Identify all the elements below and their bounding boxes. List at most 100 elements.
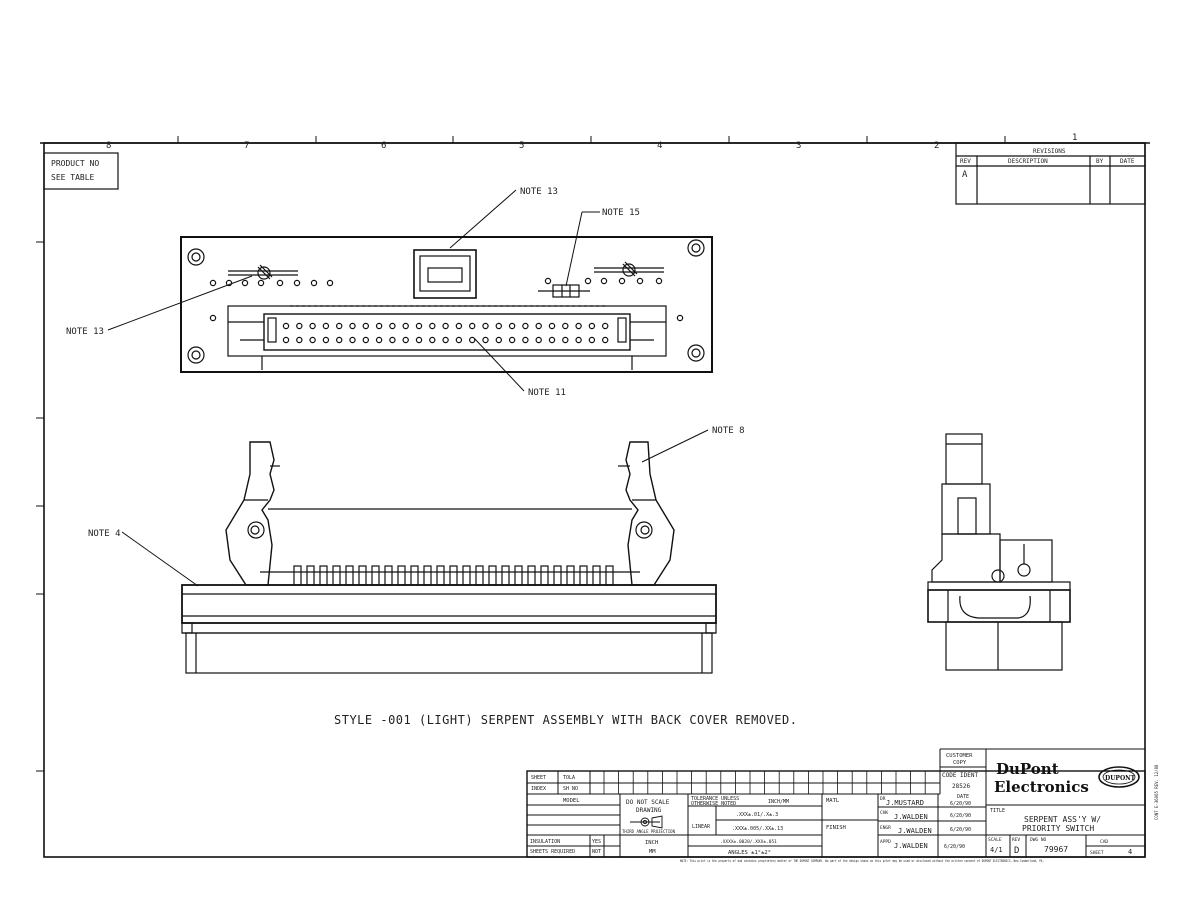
contact-slot bbox=[397, 565, 406, 586]
header-pin bbox=[455, 322, 463, 330]
revisions-col-rev: REV bbox=[960, 158, 971, 165]
header-pin bbox=[575, 322, 582, 330]
sheet-label: SHEET bbox=[531, 775, 546, 781]
contact-slot bbox=[345, 565, 354, 586]
note-8-label: NOTE 8 bbox=[712, 426, 745, 436]
contact-slot bbox=[579, 565, 588, 586]
inch-label: INCH bbox=[645, 840, 658, 846]
header-pin bbox=[349, 322, 356, 330]
header-pin bbox=[495, 322, 502, 330]
header-pin bbox=[402, 322, 409, 330]
header-pin bbox=[522, 322, 529, 330]
scale-value: 4/1 bbox=[990, 846, 1003, 854]
sheet-index-grid bbox=[603, 771, 926, 794]
header-pin-grid bbox=[282, 322, 609, 344]
header-pin bbox=[322, 336, 330, 344]
model-label: MODEL bbox=[563, 798, 580, 804]
header-pin bbox=[362, 336, 369, 344]
header-pin bbox=[402, 336, 409, 344]
engineer-label: ENGR bbox=[880, 825, 891, 831]
scale-label: SCALE bbox=[988, 837, 1002, 843]
tola-label: TOLA bbox=[563, 775, 575, 781]
approved-label: APPD bbox=[880, 839, 891, 845]
tolerance-value-3: .XXXX±.0020/.XXX±.051 bbox=[720, 839, 777, 845]
contact-slot bbox=[566, 565, 575, 586]
header-pin bbox=[349, 336, 356, 344]
title-label: TITLE bbox=[990, 808, 1005, 814]
contact-slot bbox=[332, 565, 341, 586]
contact-slot bbox=[540, 565, 549, 586]
insulation-label: INSULATION bbox=[530, 839, 560, 845]
header-pin bbox=[482, 322, 489, 330]
linear-label: LINEAR bbox=[692, 824, 711, 830]
zone-number: 3 bbox=[796, 141, 801, 151]
connector-side-view bbox=[927, 433, 1071, 671]
contact-slot bbox=[527, 565, 536, 586]
contact-comb bbox=[293, 565, 614, 586]
revisions-block bbox=[955, 142, 1146, 205]
connector-front-view bbox=[181, 441, 717, 674]
contact-slot bbox=[358, 565, 367, 586]
zone-ticks-top bbox=[177, 136, 1006, 143]
cad-label: CAD bbox=[1100, 839, 1108, 845]
date-label: DATE bbox=[957, 794, 969, 800]
copy-label: COPY bbox=[953, 760, 967, 766]
zone-ticks-left bbox=[36, 241, 44, 772]
sheets-required-label: SHEETS REQUIRED bbox=[530, 849, 575, 855]
contact-slot bbox=[462, 565, 471, 586]
form-number-note: CONT E-36065 REV. 12/88 bbox=[1154, 764, 1159, 820]
date-engineer: 6/20/90 bbox=[950, 827, 971, 833]
product-no-label: PRODUCT NO bbox=[51, 159, 99, 168]
header-pin bbox=[482, 336, 489, 344]
header-pin bbox=[442, 322, 449, 330]
contact-slot bbox=[605, 565, 614, 586]
contact-slot bbox=[371, 565, 380, 586]
product-no-box bbox=[43, 152, 119, 190]
contact-slot bbox=[436, 565, 445, 586]
contact-slot bbox=[384, 565, 393, 586]
mm-label: MM bbox=[649, 849, 656, 855]
contact-slot bbox=[410, 565, 419, 586]
zone-number: 4 bbox=[657, 141, 662, 151]
header-pin bbox=[389, 322, 396, 330]
rev-label: REV bbox=[1012, 837, 1020, 843]
revisions-col-date: DATE bbox=[1120, 158, 1135, 165]
checked-by-name: J.WALDEN bbox=[894, 813, 928, 821]
dupont-logo-icon bbox=[1098, 766, 1140, 788]
code-ident-label: CODE IDENT bbox=[942, 772, 979, 779]
note-13-left-label: NOTE 13 bbox=[66, 327, 104, 337]
drawing-label: DRAWING bbox=[636, 807, 662, 814]
proprietary-footnote: NOTE: This print is the property of and … bbox=[680, 859, 1044, 863]
contact-slot bbox=[319, 565, 328, 586]
header-pin bbox=[602, 336, 609, 344]
company-name-line-1: DuPont bbox=[996, 760, 1059, 778]
date-approved: 6/20/90 bbox=[944, 844, 965, 850]
third-angle-label: THIRD ANGLE PROJECTION bbox=[622, 829, 676, 834]
header-pin bbox=[522, 336, 529, 344]
header-pin bbox=[508, 336, 516, 344]
revision-letter: A bbox=[962, 170, 968, 180]
drawing-border bbox=[43, 142, 1146, 858]
drawn-label: DR bbox=[880, 796, 886, 802]
header-pin bbox=[535, 336, 542, 344]
angles-label: ANGLES ±1°±2° bbox=[728, 850, 771, 856]
header-pin bbox=[588, 336, 596, 344]
header-pin bbox=[588, 322, 596, 330]
header-pin bbox=[322, 322, 330, 330]
header-pin bbox=[469, 336, 476, 344]
approved-by-name: J.WALDEN bbox=[894, 842, 928, 850]
header-pin bbox=[602, 322, 609, 330]
header-pin bbox=[375, 322, 383, 330]
contact-slot bbox=[592, 565, 601, 586]
note-leaders bbox=[107, 189, 709, 587]
zone-number: 6 bbox=[381, 141, 386, 151]
header-pin bbox=[562, 336, 569, 344]
finish-label: FINISH bbox=[826, 825, 846, 831]
contact-slot bbox=[293, 565, 302, 586]
header-pin bbox=[362, 322, 369, 330]
drawing-caption: STYLE -001 (LIGHT) SERPENT ASSEMBLY WITH… bbox=[334, 713, 797, 727]
index-label: INDEX bbox=[531, 786, 546, 792]
sheet-number: 4 bbox=[1128, 848, 1132, 856]
pcb-top-view bbox=[180, 236, 713, 373]
